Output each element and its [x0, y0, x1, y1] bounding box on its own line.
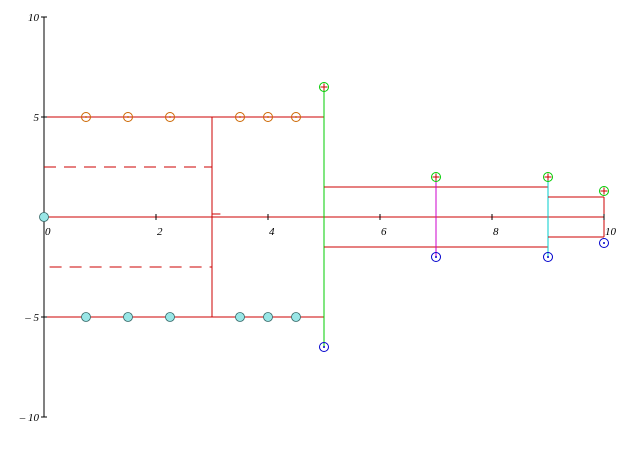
- y-tick-label: – 10: [19, 412, 40, 424]
- data-point-marker-9: [235, 312, 245, 322]
- x-tick-label: 10: [605, 226, 617, 238]
- y-tick-label: – 5: [24, 312, 39, 324]
- x-tick-label: 4: [269, 226, 275, 238]
- y-tick-label: 5: [34, 112, 40, 124]
- data-point-marker-17: [543, 172, 553, 182]
- data-point-marker-16: [431, 252, 441, 262]
- x-tick-label: 8: [493, 226, 499, 238]
- data-point-marker-14: [319, 342, 329, 352]
- data-point-marker-7: [123, 312, 133, 322]
- data-point-marker-18: [543, 252, 553, 262]
- data-point-marker-13: [319, 82, 329, 92]
- x-tick-label: 6: [381, 226, 387, 238]
- data-point-marker-12: [39, 212, 49, 222]
- y-tick-label: 10: [28, 12, 40, 24]
- x-tick-label: 0: [45, 226, 51, 238]
- data-point-marker-3: [235, 112, 245, 122]
- data-point-marker-5: [291, 112, 301, 122]
- data-point-marker-11: [291, 312, 301, 322]
- data-point-marker-2: [165, 112, 175, 122]
- data-point-marker-15: [431, 172, 441, 182]
- data-point-marker-10: [263, 312, 273, 322]
- x-tick-label: 2: [157, 226, 163, 238]
- data-point-marker-4: [263, 112, 273, 122]
- data-point-marker-0: [81, 112, 91, 122]
- data-markers: [39, 82, 609, 352]
- data-point-marker-8: [165, 312, 175, 322]
- line-segments: [44, 87, 605, 347]
- data-point-marker-6: [81, 312, 91, 322]
- data-point-marker-1: [123, 112, 133, 122]
- data-point-marker-20: [599, 238, 609, 248]
- axis-ticks: 0 2 4 6 8 10 10 5 – 5 – 10: [19, 12, 617, 424]
- data-point-marker-19: [599, 186, 609, 196]
